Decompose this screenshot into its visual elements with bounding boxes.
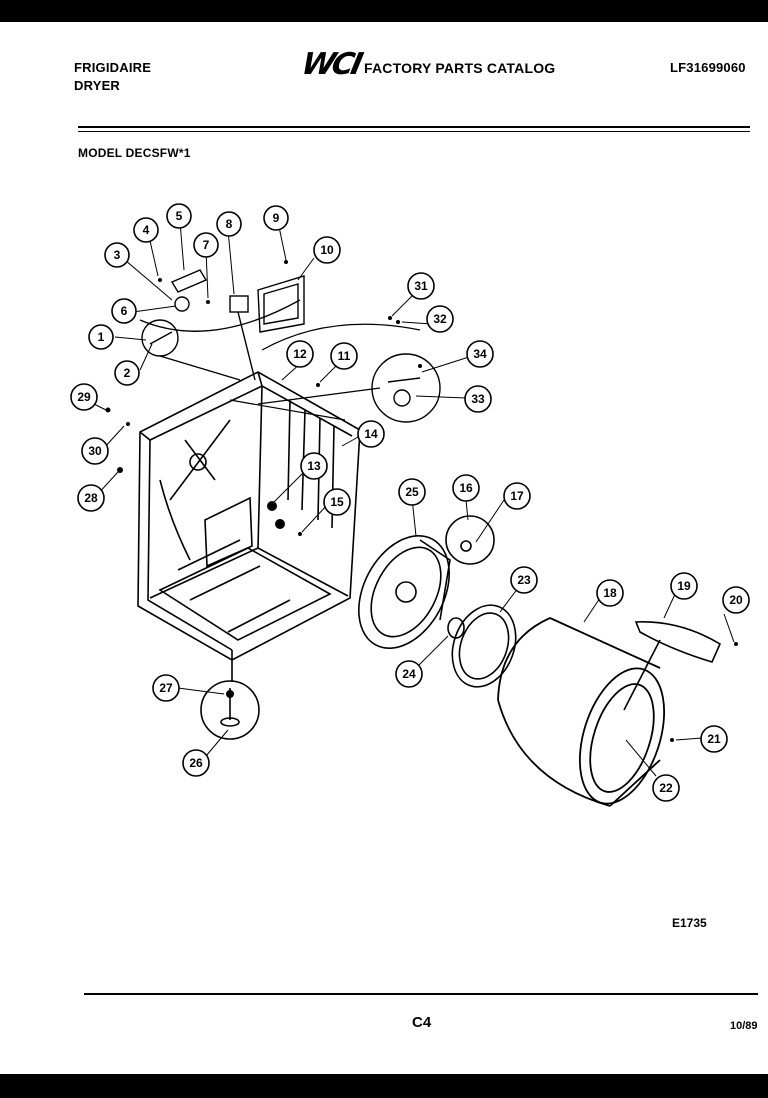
svg-text:14: 14 [364,427,378,441]
callout-23: 23 [510,566,538,594]
svg-text:15: 15 [330,495,344,509]
svg-text:10: 10 [320,243,334,257]
brand-name: FRIGIDAIRE [74,60,152,75]
page-number: C4 [412,1014,432,1031]
callout-30: 30 [81,437,109,465]
svg-text:34: 34 [473,347,487,361]
callout-22: 22 [652,774,680,802]
part-callouts: 1 2 3 4 5 6 7 8 9 10 11 12 13 14 15 16 1… [70,203,750,802]
callout-2: 2 [114,360,140,386]
leader-lines [89,221,735,777]
control-parts-group [139,269,305,381]
callout-15: 15 [323,488,351,516]
model-label: MODEL DECSFW*1 [78,146,191,160]
svg-text:20: 20 [729,593,743,607]
svg-text:21: 21 [707,732,721,746]
callout-33: 33 [464,385,492,413]
callout-14: 14 [357,420,385,448]
callout-21: 21 [700,725,728,753]
svg-text:11: 11 [338,349,351,363]
svg-text:25: 25 [405,485,419,499]
catalog-title: FACTORY PARTS CATALOG [364,60,556,76]
svg-text:19: 19 [677,579,691,593]
leveling-leg-detail [200,660,260,740]
callout-18: 18 [596,579,624,607]
callout-31: 31 [407,272,435,300]
svg-text:5: 5 [176,209,183,223]
svg-text:29: 29 [77,390,91,404]
callout-10: 10 [313,236,341,264]
callout-26: 26 [182,749,210,777]
header-rule-bottom [78,131,750,132]
callout-16: 16 [452,474,480,502]
callout-8: 8 [216,211,242,237]
svg-text:1: 1 [98,330,105,344]
callout-20: 20 [722,586,750,614]
svg-text:9: 9 [273,211,280,225]
svg-text:4: 4 [143,223,150,237]
top-border-band [0,0,768,22]
svg-text:7: 7 [203,238,210,252]
dryer-drum [497,617,666,807]
callout-5: 5 [166,203,192,229]
drawing-number: E1735 [672,916,707,930]
callout-34: 34 [466,340,494,368]
catalog-number: LF31699060 [670,60,746,75]
svg-text:27: 27 [159,681,173,695]
svg-text:31: 31 [414,279,428,293]
callout-12: 12 [286,340,314,368]
svg-text:6: 6 [121,304,128,318]
callout-9: 9 [263,205,289,231]
svg-text:22: 22 [659,781,673,795]
svg-text:18: 18 [603,586,617,600]
callout-29: 29 [70,383,98,411]
svg-text:33: 33 [471,392,485,406]
svg-text:30: 30 [88,444,102,458]
callout-32: 32 [426,305,454,333]
small-fasteners [105,260,738,742]
idler-assembly [371,353,441,423]
callout-1: 1 [88,324,114,350]
belt-drawing [229,323,421,421]
front-bulkhead [358,534,451,650]
svg-text:24: 24 [402,667,416,681]
callout-28: 28 [77,484,105,512]
bearing-detail [445,515,495,565]
bottom-border-band [0,1074,768,1098]
callout-17: 17 [503,482,531,510]
cabinet-drawing [137,371,361,661]
svg-text:26: 26 [189,756,203,770]
header-rule-top [78,126,750,128]
callout-4: 4 [133,217,159,243]
drum-seal [447,604,517,688]
svg-text:8: 8 [226,217,233,231]
callout-3: 3 [104,242,130,268]
svg-text:17: 17 [510,489,524,503]
svg-text:32: 32 [433,312,447,326]
callout-24: 24 [395,660,423,688]
svg-text:23: 23 [517,573,531,587]
svg-text:16: 16 [459,481,473,495]
revision-date: 10/89 [730,1020,758,1032]
callout-19: 19 [670,572,698,600]
callout-27: 27 [152,674,180,702]
svg-text:13: 13 [307,459,321,473]
callout-25: 25 [398,478,426,506]
callout-7: 7 [193,232,219,258]
callout-6: 6 [111,298,137,324]
callout-13: 13 [300,452,328,480]
svg-text:3: 3 [114,248,121,262]
svg-text:2: 2 [124,366,131,380]
footer-rule [84,993,758,995]
product-type: DRYER [74,78,121,93]
svg-text:12: 12 [293,347,307,361]
svg-text:28: 28 [84,491,98,505]
callout-11: 11 [330,342,358,370]
drum-baffle [623,621,722,711]
